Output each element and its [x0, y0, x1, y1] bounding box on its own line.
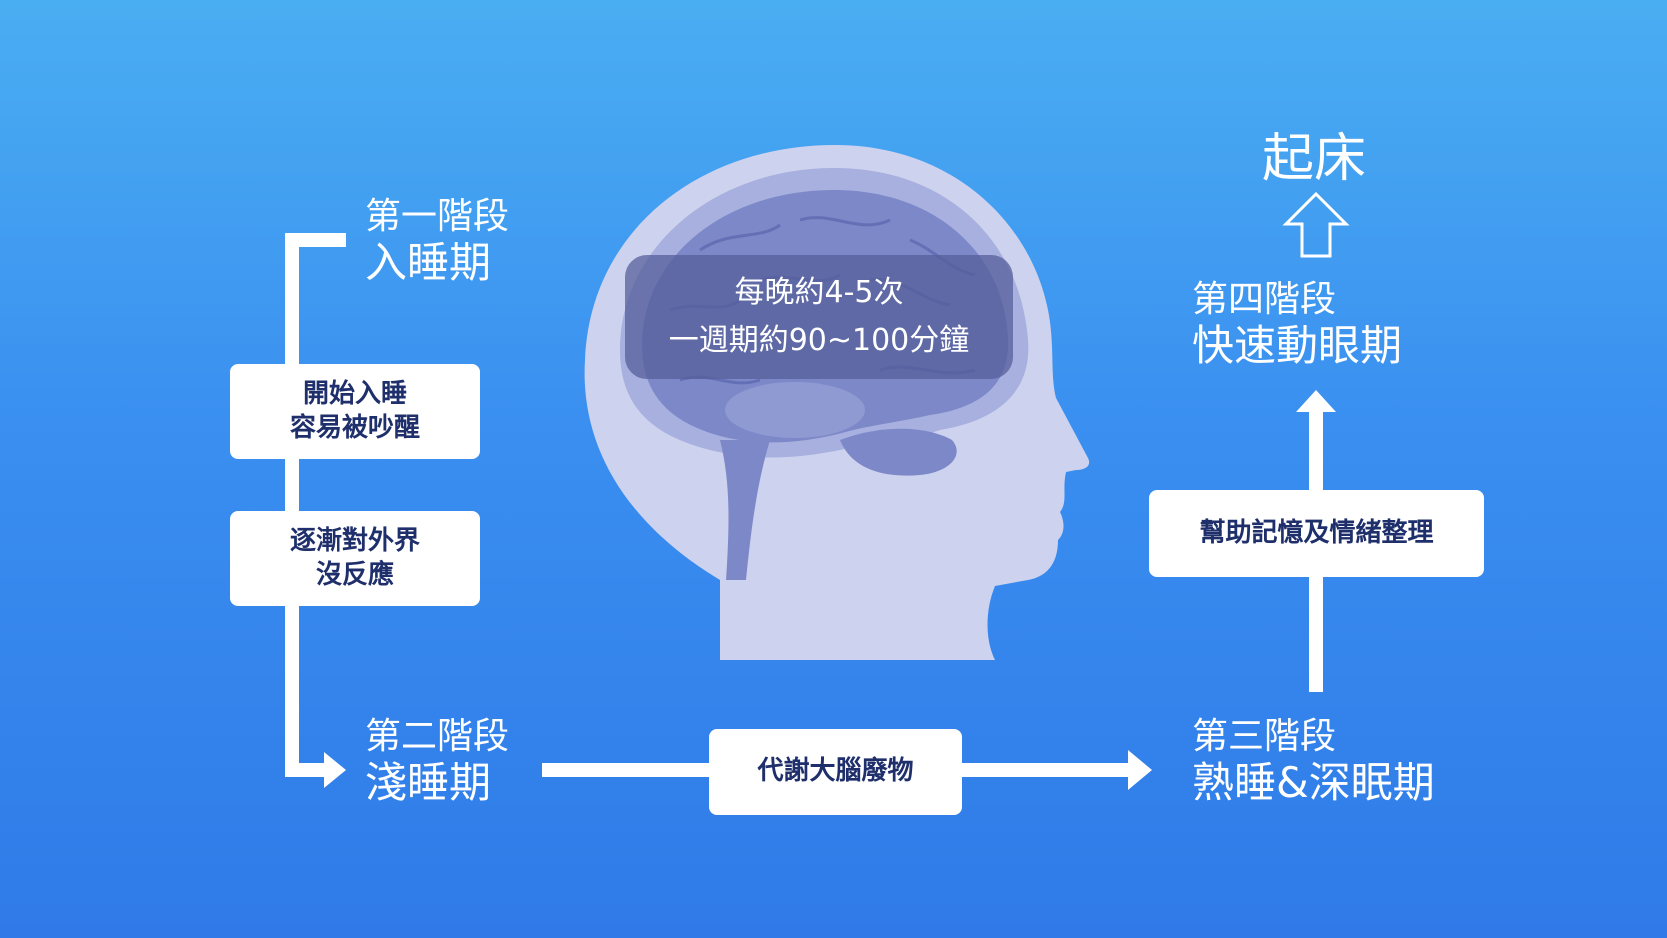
- stage3-name: 熟睡&深眠期: [1192, 758, 1435, 808]
- cerebellum: [840, 428, 957, 476]
- stage3-note-text: 幫助記憶及情緒整理: [1199, 517, 1434, 548]
- stage1-name: 入睡期: [365, 238, 492, 288]
- cycle-duration-text: 一週期約90~100分鐘: [668, 323, 970, 358]
- bracket-arrowhead: [324, 752, 346, 788]
- stage4-number: 第四階段: [1192, 279, 1337, 320]
- stage4-label: 第四階段 快速動眼期: [1192, 278, 1402, 372]
- wake-up-label: 起床: [1262, 129, 1367, 189]
- stage1-note2-line1: 逐漸對外界: [289, 525, 420, 556]
- stage1-note-box-1: 開始入睡 容易被吵醒: [230, 364, 480, 459]
- stage1-note1-line1: 開始入睡: [302, 378, 407, 409]
- stage3-note-box: 幫助記憶及情緒整理: [1149, 490, 1484, 577]
- cycle-count-text: 每晚約4-5次: [734, 275, 904, 310]
- brain-inner-structure: [725, 382, 865, 438]
- stage2-label: 第二階段 淺睡期: [365, 715, 509, 809]
- stage3-number: 第三階段: [1192, 716, 1337, 757]
- wake-up-arrow-icon: [1282, 191, 1350, 258]
- stage1-number: 第一階段: [365, 196, 510, 237]
- cycle-info-box: 每晚約4-5次 一週期約90~100分鐘: [625, 255, 1013, 379]
- stage3-label: 第三階段 熟睡&深眠期: [1192, 715, 1435, 809]
- stage2-to-stage3-arrowhead: [1128, 750, 1152, 790]
- stage2-number: 第二階段: [365, 716, 510, 757]
- stage1-label: 第一階段 入睡期: [365, 195, 509, 289]
- stage1-note2-line2: 沒反應: [315, 559, 394, 590]
- stage2-note-box: 代謝大腦廢物: [709, 729, 962, 815]
- stage4-name: 快速動眼期: [1192, 321, 1403, 371]
- stage1-note-box-2: 逐漸對外界 沒反應: [230, 511, 480, 606]
- stage1-note1-line2: 容易被吵醒: [289, 412, 420, 443]
- stage2-name: 淺睡期: [365, 758, 492, 808]
- bracket-connector: [285, 233, 346, 777]
- stage3-to-stage4-arrowhead: [1296, 390, 1336, 412]
- stage2-note-text: 代謝大腦廢物: [757, 756, 914, 787]
- head-brain-illustration: [584, 145, 1090, 660]
- brain-stem: [720, 440, 770, 580]
